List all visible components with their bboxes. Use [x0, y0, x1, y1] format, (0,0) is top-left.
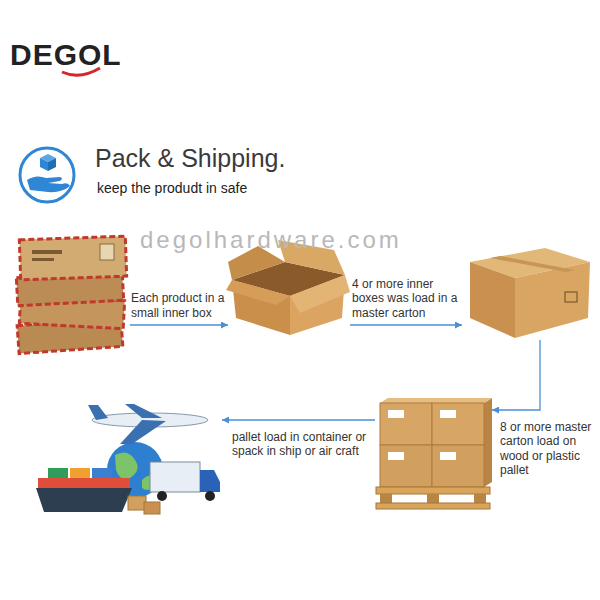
- watermark: degolhardware.com: [140, 226, 402, 254]
- mailer-stack-part: [100, 244, 114, 260]
- step-note: 8 or more master carton load on wood or …: [500, 420, 596, 478]
- brand-logo: DEGOL: [10, 38, 122, 72]
- picture-stage: [34, 400, 222, 518]
- closed-box-part: [565, 292, 577, 302]
- picture-stage: [14, 234, 130, 356]
- transport-scene-part: [125, 404, 162, 418]
- picture-stage: [375, 396, 492, 512]
- transport-scene-part: [88, 405, 108, 420]
- pallet-load-part: [474, 494, 486, 503]
- flow-arrow: [130, 324, 228, 325]
- shipping-icon-part: [20, 148, 74, 202]
- pallet-load-part: [388, 452, 404, 460]
- transport-scene-part: [205, 491, 215, 501]
- step-note: 4 or more inner boxes was load in a mast…: [352, 277, 460, 320]
- step-note: Each product in a small inner box: [131, 291, 227, 320]
- transport-scene-part: [120, 420, 166, 444]
- mailer-stack-part: [32, 250, 62, 254]
- pallet-load-part: [380, 398, 492, 403]
- step-note: pallet load in container or spack in shi…: [232, 430, 370, 459]
- mailer-stack: [16, 236, 126, 353]
- picture-stage: [462, 244, 590, 340]
- flow-arrow: [222, 419, 375, 420]
- transport-scene-part: [128, 496, 146, 510]
- shipping-icon-part: [40, 158, 48, 171]
- pallet-load-part: [484, 398, 492, 487]
- transport-scene-part: [48, 468, 68, 478]
- transport-scene-part: [115, 452, 138, 479]
- open-box: [226, 240, 350, 335]
- flow-arrow: [350, 324, 462, 325]
- subtitle: keep the produdt in safe: [97, 180, 247, 196]
- shipping-icon-part: [48, 158, 56, 171]
- pallet-load-part: [380, 445, 432, 487]
- pallet-load-part: [427, 494, 439, 503]
- transport-scene-part: [92, 468, 112, 478]
- closed-box-part: [515, 262, 590, 338]
- pallet-load-part: [380, 494, 392, 503]
- transport-scene-part: [157, 491, 167, 501]
- pallet-load-part: [440, 452, 456, 460]
- transport-scene: [36, 404, 220, 514]
- pallet-load-part: [380, 403, 432, 445]
- transport-scene-part: [150, 462, 200, 492]
- pallet-load-part: [440, 410, 456, 418]
- flow-arrow: [492, 340, 540, 410]
- transport-scene-part: [38, 478, 130, 488]
- open-box-part: [290, 275, 350, 313]
- pallet-load-part: [376, 503, 490, 509]
- page-title: Pack & Shipping.: [95, 144, 285, 173]
- transport-scene-part: [200, 470, 220, 492]
- pallet-load-part: [432, 445, 484, 487]
- mailer-stack-part: [19, 236, 126, 280]
- open-box-part: [226, 280, 290, 305]
- picture-stage: [228, 240, 350, 336]
- pallet-load: [376, 398, 492, 509]
- closed-box: [470, 248, 590, 338]
- closed-box-part: [490, 256, 575, 272]
- mailer-stack-part: [32, 258, 54, 261]
- transport-scene-part: [70, 468, 90, 478]
- transport-scene-part: [144, 502, 160, 514]
- shipping-icon: [20, 148, 74, 202]
- pallet-load-part: [376, 487, 490, 494]
- transport-scene-part: [36, 488, 132, 512]
- pallet-load-part: [432, 403, 484, 445]
- shipping-icon-part: [27, 176, 70, 192]
- pallet-load-part: [388, 410, 404, 418]
- closed-box-part: [470, 262, 515, 338]
